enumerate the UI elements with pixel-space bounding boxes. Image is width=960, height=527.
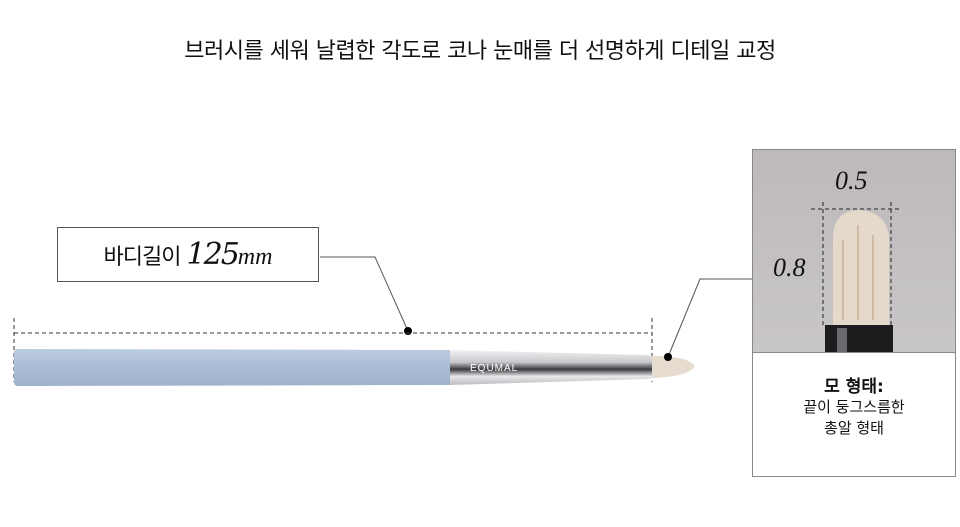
leader-line-tip (664, 278, 752, 361)
body-length-label: 바디길이 125mm (57, 227, 319, 282)
body-length-value: 125 (186, 237, 240, 272)
bristle-shape-title: 모 형태: (824, 377, 884, 397)
brush-ferrule (450, 350, 652, 385)
brand-text: EQUMAL (470, 363, 518, 374)
bristle-height-value: 0.8 (773, 253, 806, 282)
body-length-unit: mm (237, 244, 273, 270)
bristle-detail-card: 0.5 0.8 모 형태: 끝이 둥그스름한 총알 형태 (752, 149, 956, 477)
leader-line-body (320, 256, 412, 335)
description-line: 끝이 둥그스름한 (803, 398, 905, 416)
description-line: 총알 형태 (824, 419, 884, 437)
bristle-width-value: 0.5 (835, 166, 868, 195)
body-length-text: 바디길이 (103, 244, 182, 270)
headline: 브러시를 세워 날렵한 각도로 코나 눈매를 더 선명하게 디테일 교정 (184, 39, 776, 64)
brush-bristle (652, 356, 695, 378)
bristle-photo: 0.5 0.8 (753, 150, 955, 353)
bristle-shape-description: 끝이 둥그스름한 총알 형태 (753, 397, 955, 439)
brush-handle (14, 349, 450, 386)
length-dimension-line (13, 318, 653, 382)
